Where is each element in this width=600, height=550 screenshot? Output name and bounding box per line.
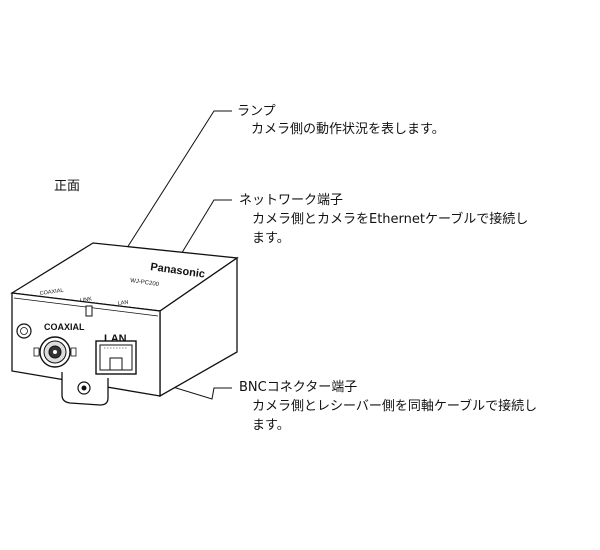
coaxial-small-label: COAXIAL bbox=[39, 288, 63, 297]
front-screw bbox=[16, 323, 32, 339]
bnc-callout-desc-line1: カメラ側とレシーバー側を同軸ケーブルで接続し bbox=[252, 399, 538, 414]
lamp-callout-desc: カメラ側の動作状況を表します。 bbox=[251, 122, 445, 137]
coaxial-large-label: COAXIAL bbox=[44, 322, 85, 332]
lan-port bbox=[95, 340, 137, 375]
bnc-connector bbox=[33, 336, 77, 368]
lan-small-label: LAN bbox=[117, 300, 128, 307]
network-callout-desc-line1: カメラ側とカメラをEthernetケーブルで接続し bbox=[252, 212, 529, 227]
lamp-callout-title: ランプ bbox=[237, 104, 276, 119]
lamp-led bbox=[85, 305, 93, 317]
mounting-tab bbox=[61, 372, 109, 406]
lamp-leader-line bbox=[91, 110, 232, 304]
bnc-callout-title: BNCコネクター端子 bbox=[239, 380, 358, 395]
network-callout-desc-line2: ます。 bbox=[252, 231, 290, 246]
link-label: LINK bbox=[79, 296, 92, 304]
model-label: WJ-PC200 bbox=[130, 278, 160, 288]
view-label: 正面 bbox=[54, 179, 81, 194]
network-callout-title: ネットワーク端子 bbox=[239, 193, 344, 208]
bnc-callout-desc-line2: ます。 bbox=[252, 418, 290, 433]
